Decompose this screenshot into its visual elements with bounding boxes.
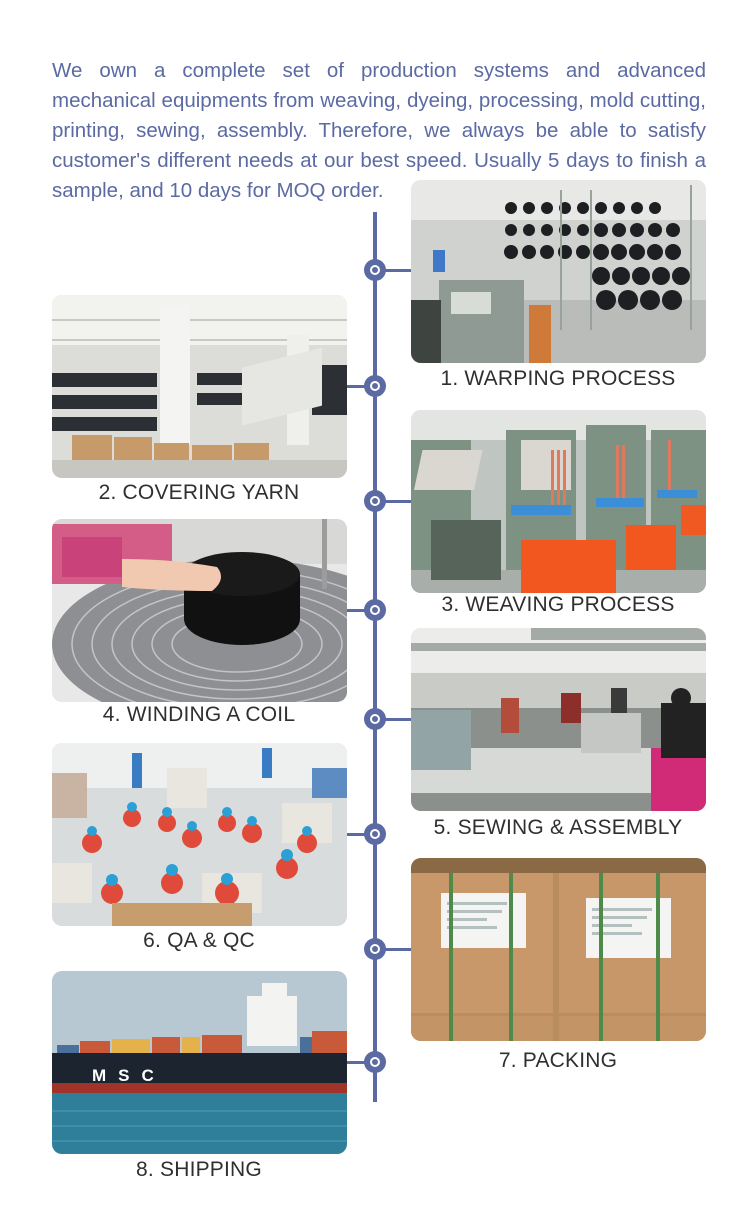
step-6-caption: 6. QA & QC: [143, 929, 255, 952]
shipping-photo: MSC: [52, 971, 347, 1154]
qa-qc-photo: [52, 743, 347, 926]
timeline-node-3: [364, 490, 386, 512]
connector: [347, 385, 375, 388]
winding-photo: [52, 519, 347, 702]
connector: [375, 948, 411, 951]
covering-yarn-photo: [52, 295, 347, 478]
step-1-caption: 1. WARPING PROCESS: [440, 367, 676, 390]
weaving-photo: [411, 410, 706, 593]
timeline-node-8: [364, 1051, 386, 1073]
timeline-node-6: [364, 823, 386, 845]
step-3-caption: 3. WEAVING PROCESS: [441, 593, 675, 616]
timeline-node-5: [364, 708, 386, 730]
step-7-caption: 7. PACKING: [498, 1049, 618, 1072]
timeline-spine: [373, 212, 377, 1102]
connector: [375, 500, 411, 503]
connector: [347, 1061, 375, 1064]
step-2-caption: 2. COVERING YARN: [98, 481, 300, 504]
intro-paragraph: We own a complete set of production syst…: [52, 59, 706, 202]
connector: [375, 718, 411, 721]
timeline-node-1: [364, 259, 386, 281]
sewing-photo: [411, 628, 706, 811]
step-5-caption: 5. SEWING & ASSEMBLY: [433, 816, 683, 839]
step-4-caption: 4. WINDING A COIL: [102, 703, 296, 726]
connector: [347, 833, 375, 836]
step-8-caption: 8. SHIPPING: [136, 1158, 262, 1181]
packing-photo: [411, 858, 706, 1041]
connector: [347, 609, 375, 612]
timeline-node-7: [364, 938, 386, 960]
warping-photo: [411, 180, 706, 363]
ship-hull-text: MSC: [92, 1066, 166, 1085]
connector: [375, 269, 411, 272]
timeline-node-2: [364, 375, 386, 397]
timeline-node-4: [364, 599, 386, 621]
